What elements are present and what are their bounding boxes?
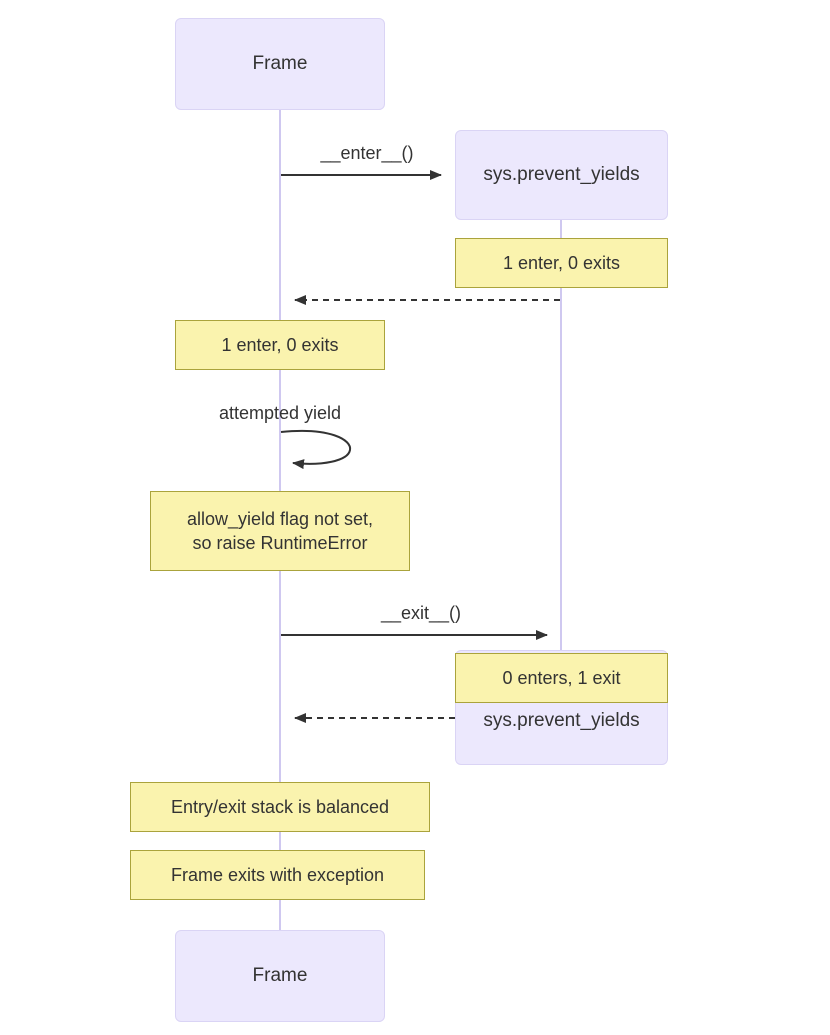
participant-sys-prevent-yields-top[interactable]: sys.prevent_yields xyxy=(455,130,668,220)
participant-frame-top-label: Frame xyxy=(252,53,308,75)
note-sys-exit-count: 0 enters, 1 exit xyxy=(455,653,668,703)
note-frame-enter-count-label: 1 enter, 0 exits xyxy=(221,334,339,355)
participant-frame-top[interactable]: Frame xyxy=(175,18,385,110)
message-label-attempted-yield: attempted yield xyxy=(218,403,342,423)
note-frame-enter-count: 1 enter, 0 exits xyxy=(175,320,385,370)
note-frame-exception-label: Frame exits with exception xyxy=(170,864,385,885)
participant-sys-prevent-yields-top-label: sys.prevent_yields xyxy=(483,164,640,186)
arrow-self-attempted-yield xyxy=(280,429,352,470)
note-runtime-error: allow_yield flag not set, so raise Runti… xyxy=(150,491,410,571)
participant-frame-bottom-label: Frame xyxy=(252,965,308,987)
note-sys-enter-count-label: 1 enter, 0 exits xyxy=(502,252,621,273)
note-sys-enter-count: 1 enter, 0 exits xyxy=(455,238,668,288)
note-frame-exception: Frame exits with exception xyxy=(130,850,425,900)
message-label-exit: __exit__() xyxy=(380,603,462,623)
note-balanced: Entry/exit stack is balanced xyxy=(130,782,430,832)
participant-frame-bottom[interactable]: Frame xyxy=(175,930,385,1022)
note-balanced-label: Entry/exit stack is balanced xyxy=(170,796,390,817)
lifeline-sys-prevent-yields xyxy=(560,220,562,650)
participant-sys-prevent-yields-bottom-label: sys.prevent_yields xyxy=(483,710,640,731)
note-sys-exit-count-label: 0 enters, 1 exit xyxy=(502,667,621,688)
message-label-enter: __enter__() xyxy=(320,143,414,163)
note-runtime-error-label: allow_yield flag not set, so raise Runti… xyxy=(186,508,374,553)
